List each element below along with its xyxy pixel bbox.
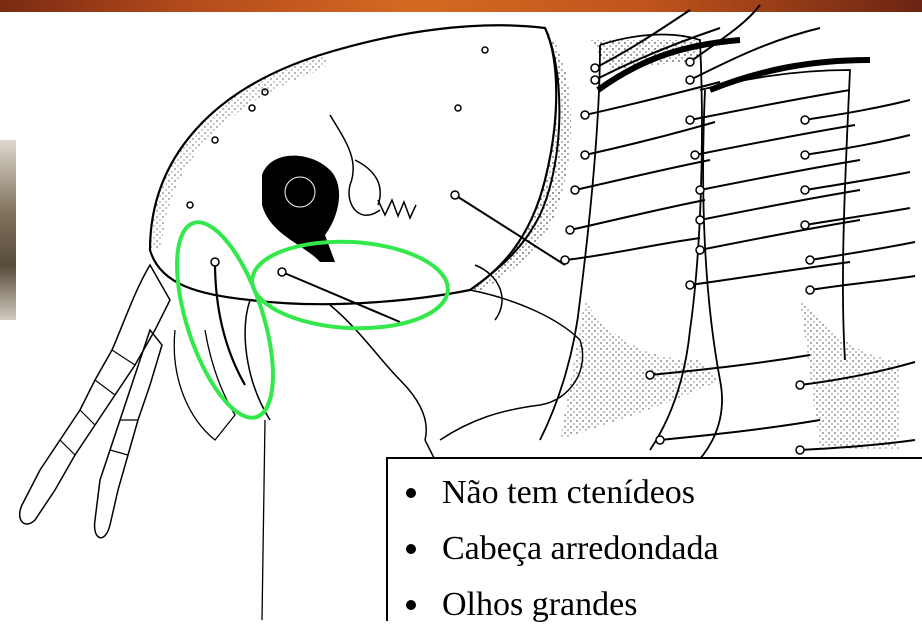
bullet-dot-icon (406, 544, 416, 554)
list-item: Não tem ctenídeos (406, 465, 922, 521)
bullet-text: Cabeça arredondada (442, 521, 719, 577)
list-item: Olhos grandes (406, 577, 922, 633)
characteristics-box: Não tem ctenídeos Cabeça arredondada Olh… (386, 457, 922, 621)
bullet-dot-icon (406, 488, 416, 498)
highlight-ellipse-ocular-bristle (250, 237, 450, 333)
bullet-text: Olhos grandes (442, 577, 637, 633)
bullet-dot-icon (406, 600, 416, 610)
bullet-text: Não tem ctenídeos (442, 465, 695, 521)
eye-lens (285, 177, 315, 207)
list-item: Cabeça arredondada (406, 521, 922, 577)
characteristics-list: Não tem ctenídeos Cabeça arredondada Olh… (388, 459, 922, 633)
head-rear-stipple (470, 28, 571, 292)
